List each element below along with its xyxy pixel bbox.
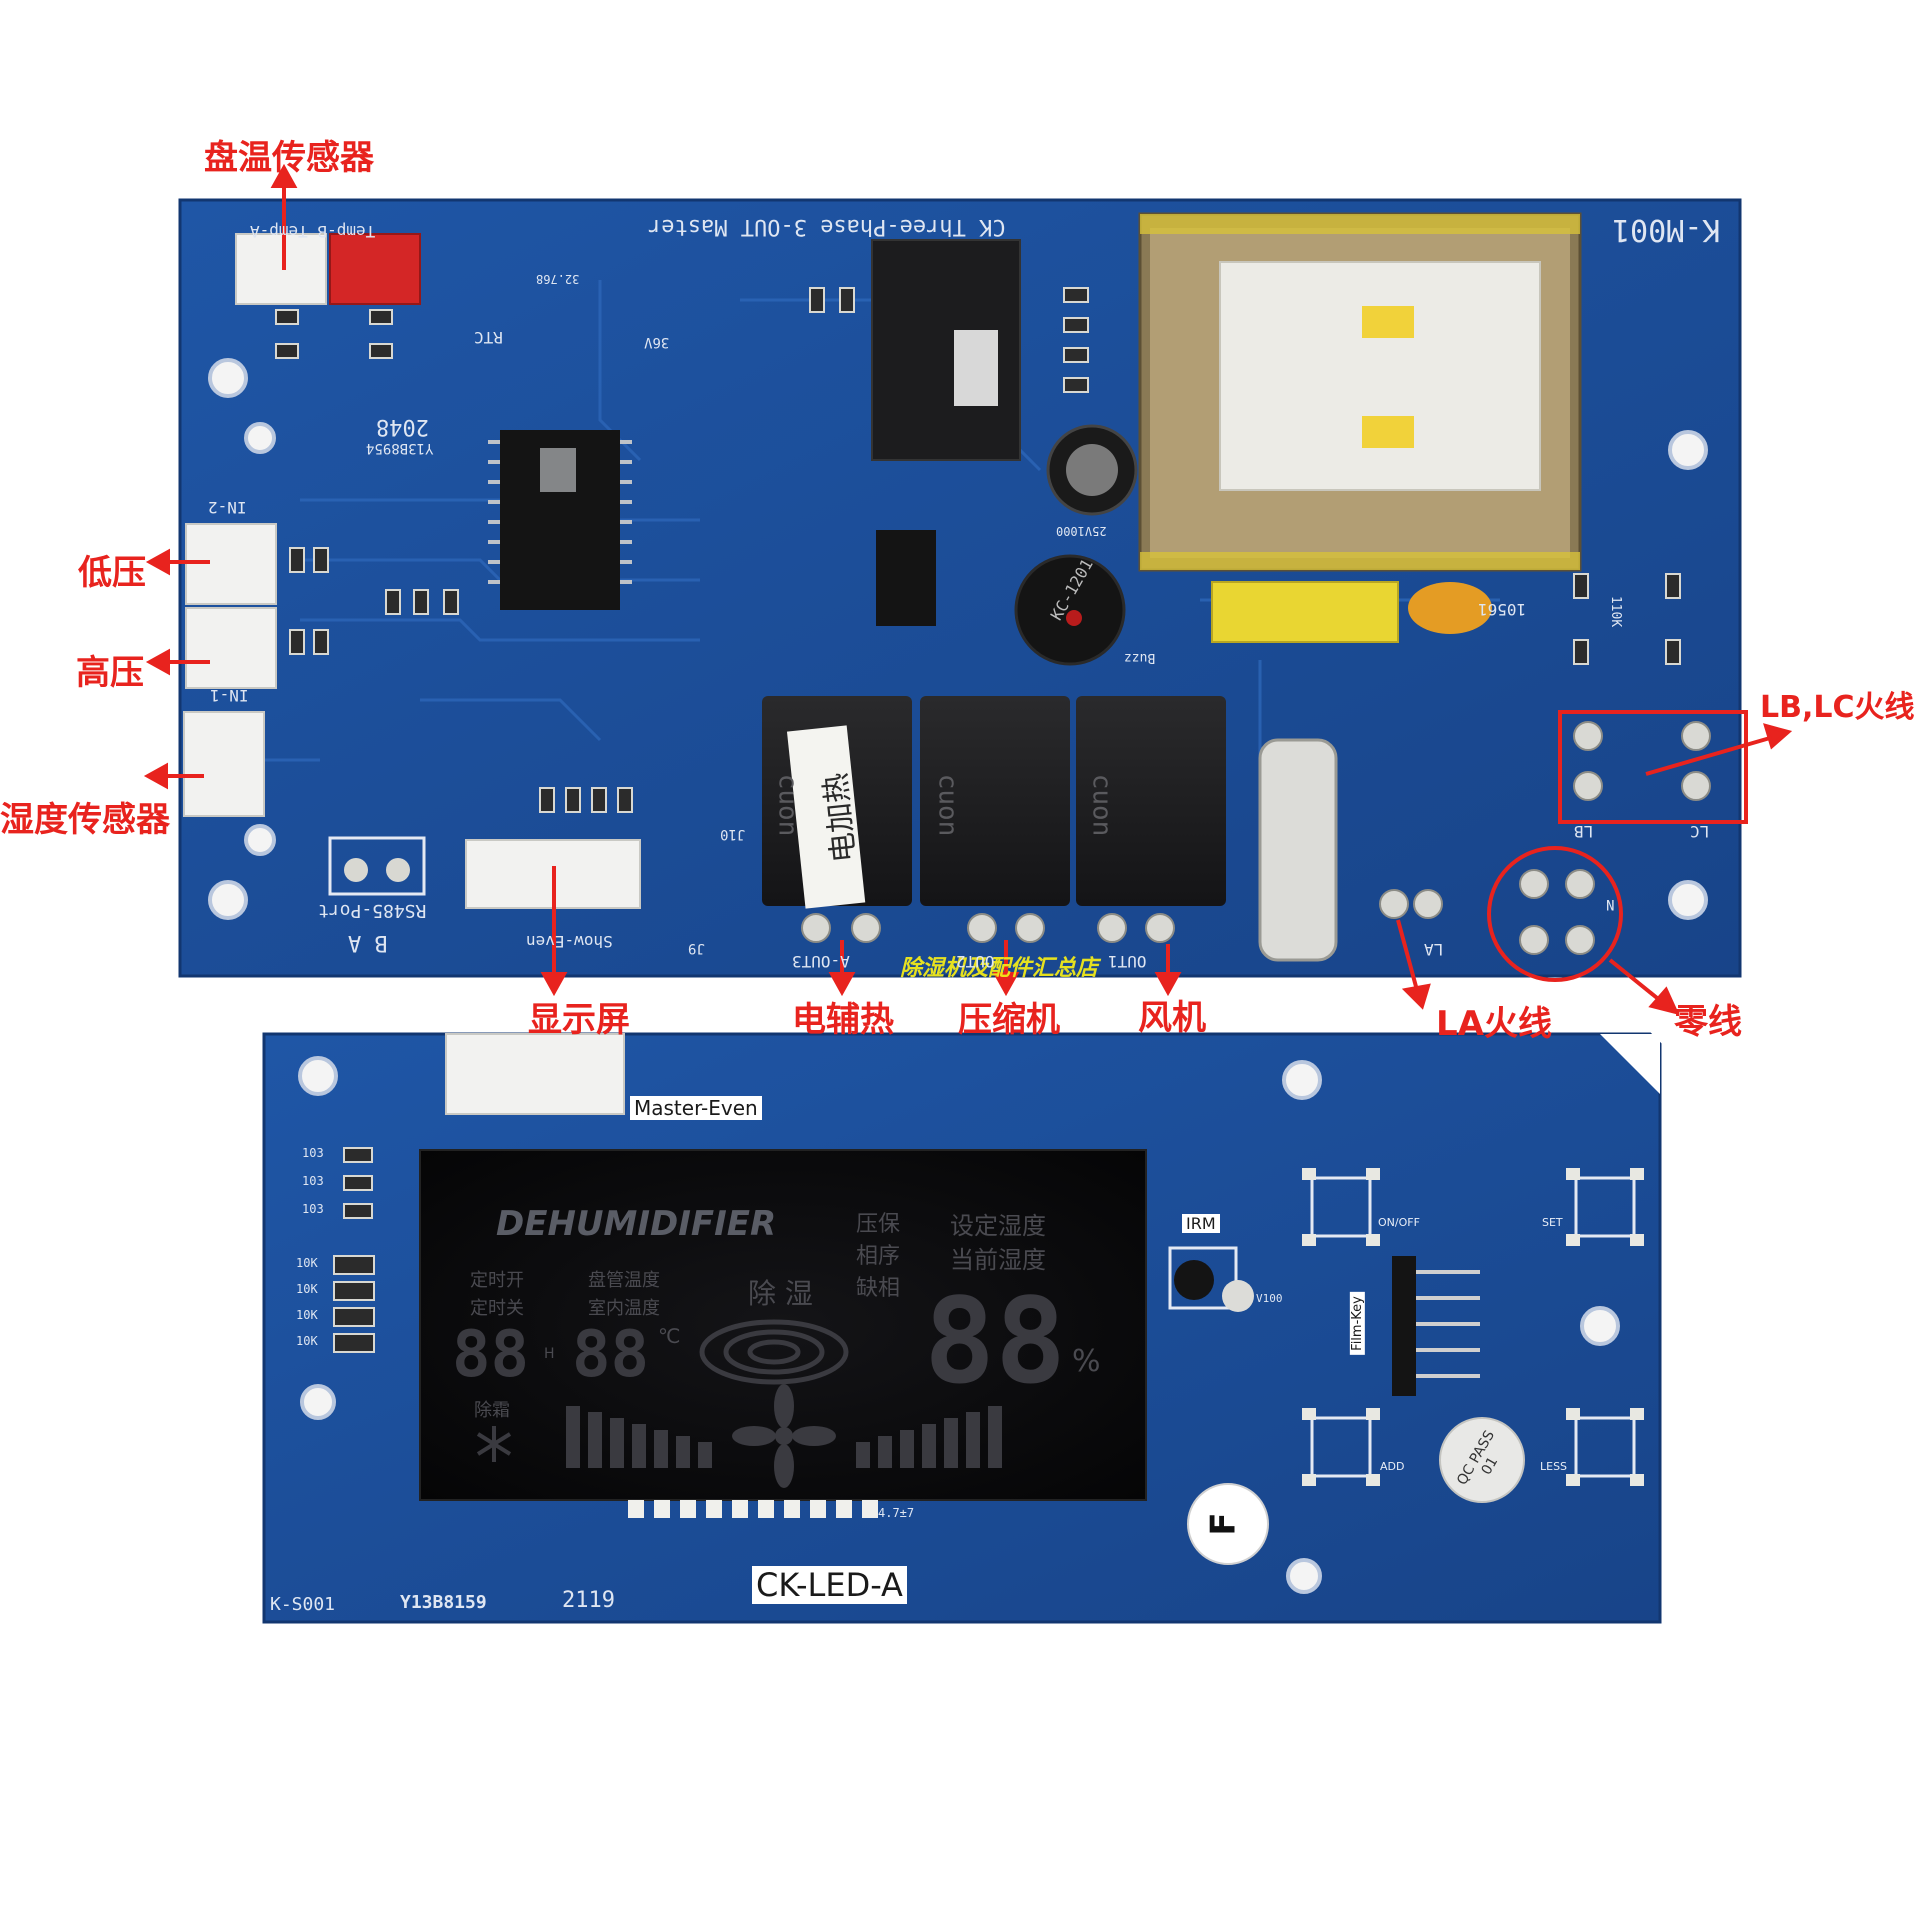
- annotation-neutral: 零线: [1674, 1002, 1742, 1042]
- f-sticker: F: [1203, 1512, 1244, 1536]
- lcd-phase-loss: 缺相: [856, 1276, 901, 1301]
- res-10k-label-2: 10K: [296, 1282, 318, 1296]
- relay-heater-tag: 电加热: [818, 771, 863, 865]
- lb-label: LB: [1574, 822, 1594, 841]
- lc-label: LC: [1690, 822, 1710, 841]
- relay-brand-3: cuon: [1086, 773, 1117, 837]
- annotation-compressor: 压缩机: [958, 1000, 1060, 1040]
- buzz-label: Buzz: [1124, 650, 1156, 665]
- cap-25v-label: 25V1000: [1056, 524, 1107, 538]
- on-off-label: ON/OFF: [1378, 1216, 1420, 1229]
- less-label: LESS: [1540, 1460, 1568, 1473]
- annotation-coil-temp-sensor: 盘温传感器: [204, 138, 374, 178]
- display-board-date: 2119: [562, 1588, 615, 1613]
- annotation-lb-lc-live: LB,LC火线: [1760, 690, 1915, 725]
- lcd-room-temp: 室内温度: [588, 1298, 660, 1319]
- lcd-dehumidify: 除 湿: [748, 1277, 813, 1310]
- res-103-label-2: 103: [302, 1174, 324, 1188]
- lcd-temp-digits: 88: [572, 1318, 650, 1392]
- varistor-label: 10561: [1478, 600, 1527, 619]
- res-103-label-3: 103: [302, 1202, 324, 1216]
- lcd-timer-on: 定时开: [470, 1270, 524, 1291]
- lcd-defrost: 除霜: [474, 1400, 510, 1421]
- annotation-fan: 风机: [1138, 998, 1206, 1038]
- j10-label: J10: [720, 826, 746, 842]
- relay-brand-1: cuon: [772, 773, 803, 837]
- res-10k-label-4: 10K: [296, 1334, 318, 1348]
- lcd-timer-digits: 88: [452, 1318, 530, 1392]
- main-board-title: CK Three-Phase 3-OUT Master: [648, 214, 1006, 239]
- in2-label: IN-2: [208, 498, 247, 517]
- cap-47-label: 4.7±7: [878, 1506, 915, 1520]
- annotation-low-pressure: 低压: [78, 553, 146, 593]
- temp-connector-label: Temp-B Temp-A: [250, 222, 376, 241]
- xtal-label: 32.768: [536, 272, 580, 286]
- rtc-label: RTC: [474, 328, 503, 347]
- annotation-high-pressure: 高压: [76, 653, 144, 693]
- rs485-label: RS485-Port: [318, 900, 427, 921]
- out1-label: OUT1: [1108, 952, 1147, 971]
- resistor-110k-label: 110K: [1608, 595, 1624, 628]
- rs485-pins-label: B A: [348, 930, 388, 955]
- relay-brand-2: cuon: [932, 773, 963, 837]
- lcd-set-humidity: 设定湿度: [950, 1212, 1046, 1240]
- set-label: SET: [1542, 1216, 1563, 1229]
- v100-label: V100: [1256, 1292, 1283, 1305]
- display-board-serial: K-S001: [270, 1594, 336, 1615]
- main-board-batch: Y13B8954: [366, 440, 434, 456]
- display-board-batch: Y13B8159: [400, 1592, 487, 1613]
- n-label: N: [1606, 896, 1615, 912]
- lcd-unit-percent: %: [1072, 1344, 1101, 1379]
- lcd-unit-h: H: [544, 1346, 555, 1362]
- lcd-current-humidity: 当前湿度: [950, 1246, 1046, 1274]
- annotation-electric-heater: 电辅热: [792, 1000, 894, 1040]
- lcd-brand: DEHUMIDIFIER: [496, 1204, 777, 1244]
- cap-36v-label: 36V: [644, 334, 670, 350]
- lcd-phase-seq: 相序: [856, 1244, 901, 1269]
- store-watermark: 除湿机及配件汇总店: [900, 956, 1099, 981]
- in1-label: IN-1: [210, 686, 249, 705]
- lcd-timer-off: 定时关: [470, 1298, 524, 1319]
- main-board-model: K-M001: [1612, 212, 1721, 247]
- film-key-label: Film-Key: [1349, 1292, 1365, 1355]
- show-even-label: Show-Even: [526, 932, 613, 951]
- out3-label: A-OUT3: [792, 952, 850, 971]
- j9-label: J9: [688, 940, 705, 956]
- res-10k-label-3: 10K: [296, 1308, 318, 1322]
- lcd-coil-temp: 盘管温度: [588, 1270, 660, 1291]
- add-label: ADD: [1380, 1460, 1405, 1473]
- out2-label: OUT2: [956, 952, 995, 971]
- res-10k-label-1: 10K: [296, 1256, 318, 1270]
- annotation-humidity-sensor: 湿度传感器: [0, 800, 170, 840]
- main-board-date: 2048: [376, 414, 429, 439]
- irm-label: IRM: [1182, 1214, 1220, 1233]
- res-103-label-1: 103: [302, 1146, 324, 1160]
- annotation-display: 显示屏: [528, 1000, 630, 1040]
- master-even-label: Master-Even: [630, 1096, 762, 1120]
- display-board-model: CK-LED-A: [752, 1566, 907, 1604]
- lcd-unit-c: ℃: [658, 1324, 681, 1348]
- la-label: LA: [1424, 940, 1444, 959]
- annotation-la-live: LA火线: [1436, 1004, 1552, 1044]
- lcd-humidity-digits: 88: [924, 1272, 1067, 1410]
- lcd-pressure-protect: 压保: [856, 1212, 901, 1237]
